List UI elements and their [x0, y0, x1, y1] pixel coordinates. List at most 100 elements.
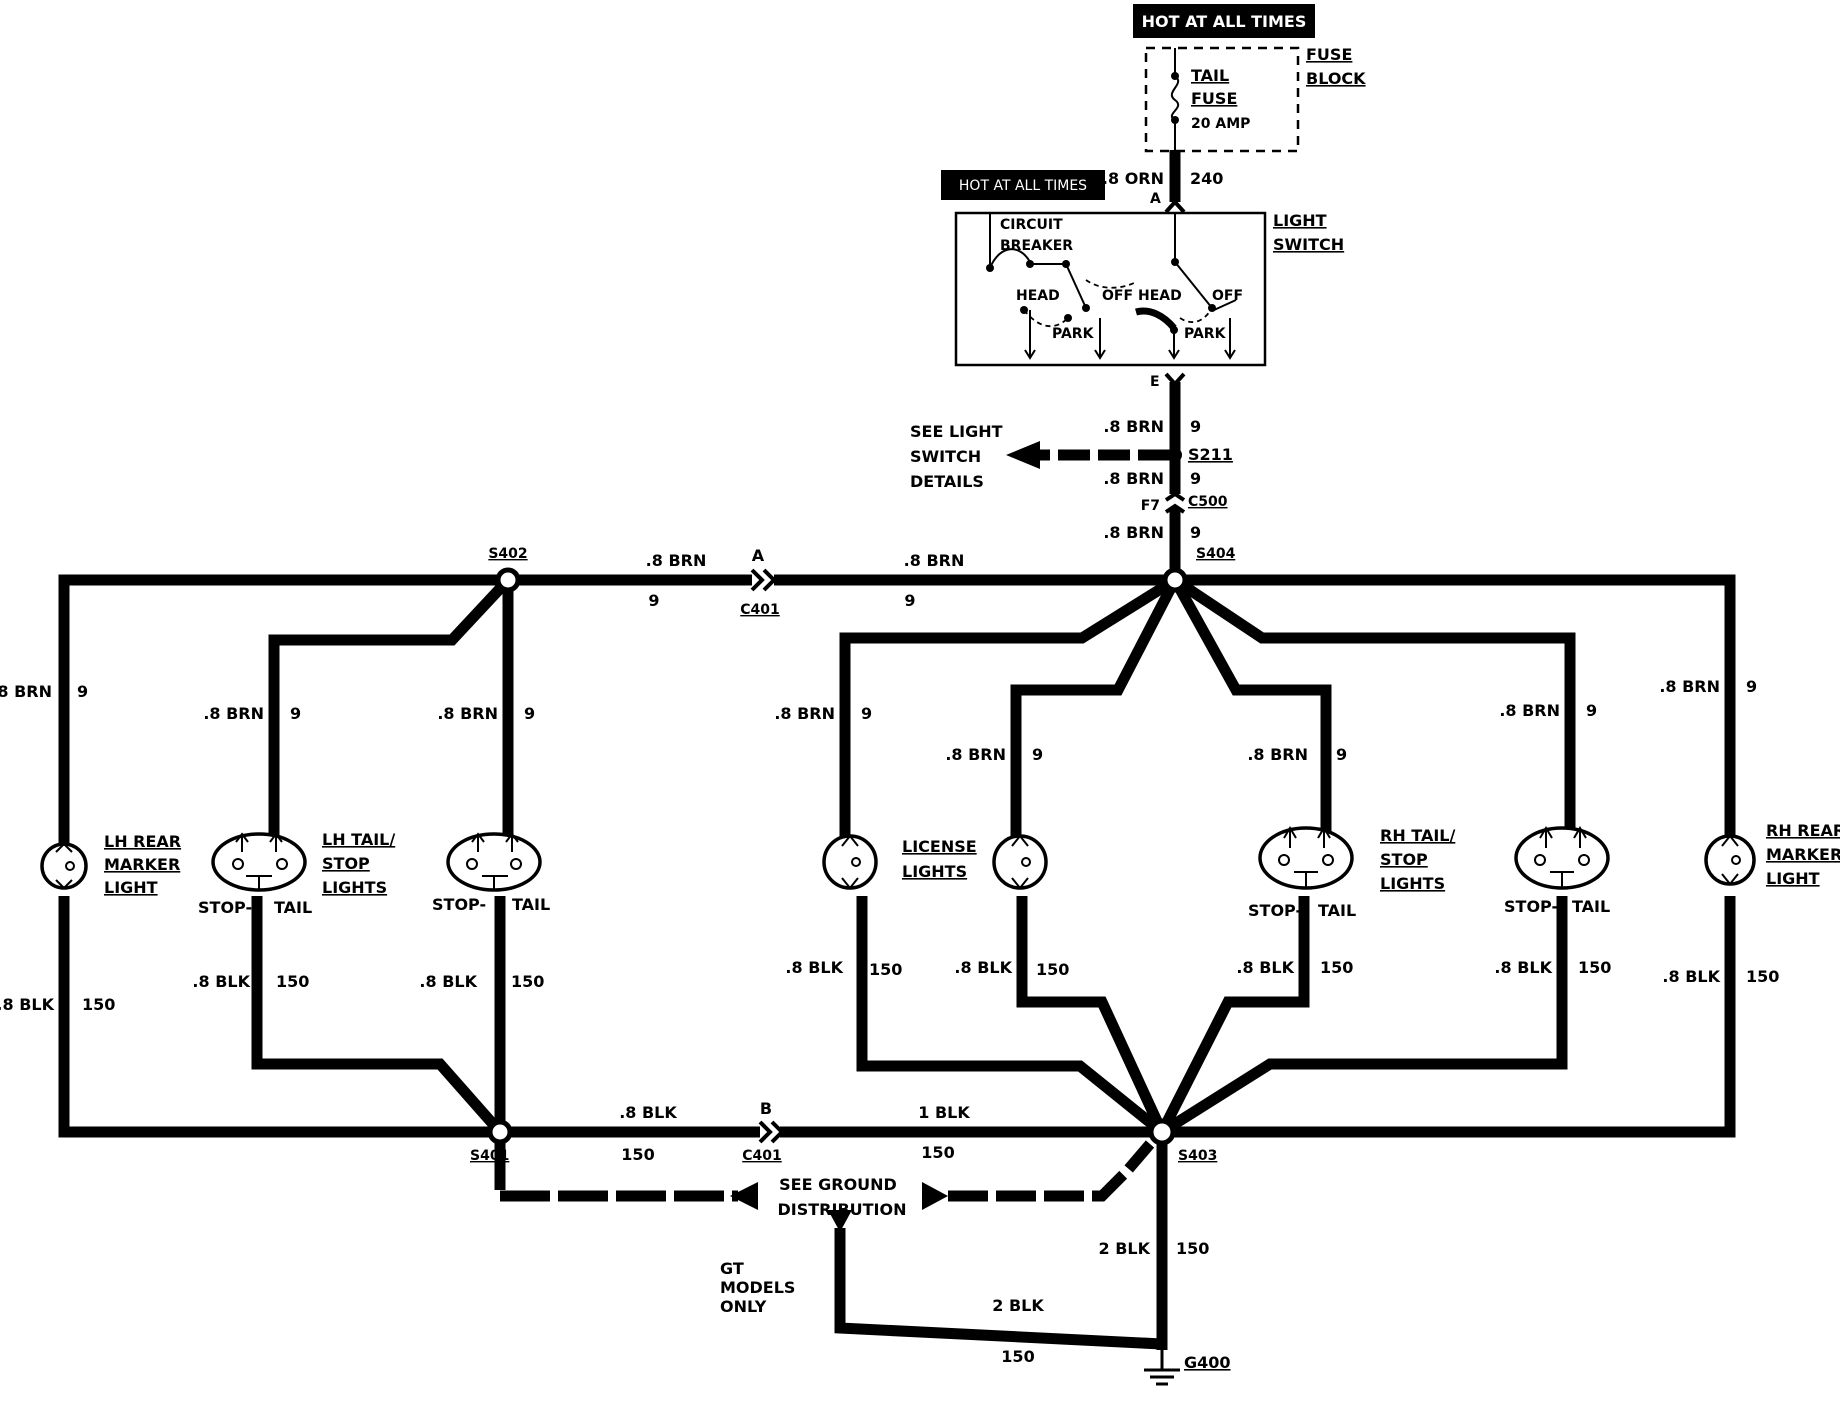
trunk-left-gauge: .8 BRN [646, 551, 707, 570]
license-label-2: LIGHTS [902, 862, 967, 881]
rh-tail-a-brn-gauge: .8 BRN [1247, 745, 1308, 764]
c500-s404-wire-gauge: .8 BRN [1103, 523, 1164, 542]
s403-label: S403 [1178, 1148, 1217, 1164]
lh-tail-a-brn-gauge: .8 BRN [203, 704, 264, 723]
lh-marker-label-2: MARKER [104, 855, 180, 874]
lh-tail-a-blk-gauge: .8 BLK [192, 972, 250, 991]
lh-tail-label-2: STOP [322, 854, 370, 873]
rh-tail-b-blk-gauge: .8 BLK [1494, 958, 1552, 977]
tail-fuse-rating: 20 AMP [1191, 116, 1250, 132]
rh-tail-label-1: RH TAIL/ [1380, 826, 1455, 845]
rh-tail-a-blk-circuit: 150 [1320, 958, 1353, 977]
ground-distribution-arrow-left [730, 1182, 758, 1210]
s402-splice [495, 567, 521, 593]
license-b-blk-gauge: .8 BLK [954, 958, 1012, 977]
hot-at-all-times-switch-label: HOT AT ALL TIMES [959, 178, 1087, 194]
tail-fuse-symbol [1170, 75, 1180, 121]
gt-ground-gauge: 2 BLK [992, 1296, 1044, 1315]
off-label-2: OFF [1212, 288, 1243, 304]
c401-connector-bottom [758, 1120, 785, 1144]
off-label-1: OFF [1102, 288, 1133, 304]
license-lamp-a-icon [822, 834, 878, 890]
switch-wire-gauge: .8 BRN [1103, 417, 1164, 436]
license-lamp-b-icon [992, 834, 1048, 890]
lh-marker-label-1: LH REAR [104, 832, 181, 851]
c500-connector [1164, 491, 1186, 514]
license-a-brn-circuit: 9 [861, 704, 872, 723]
light-switch-label-2: SWITCH [1273, 235, 1344, 254]
rh-tail-stop-lamp-a-icon [1258, 826, 1354, 890]
c401-connector-top [750, 568, 777, 592]
rh-tail-a-brn-circuit: 9 [1336, 745, 1347, 764]
rh-tail-a-tail: TAIL [1318, 901, 1356, 920]
lh-tail-a-brn-circuit: 9 [290, 704, 301, 723]
gt-models-2: MODELS [720, 1278, 795, 1297]
lh-tail-stop-lamp-b-icon [446, 832, 542, 892]
see-light-switch-3: DETAILS [910, 472, 984, 491]
switch-input-terminal-a [1164, 199, 1186, 214]
license-b-blk-circuit: 150 [1036, 960, 1069, 979]
rh-marker-brn-circuit: 9 [1746, 677, 1757, 696]
license-label-1: LICENSE [902, 837, 977, 856]
ground-trunk-right-circuit: 150 [921, 1143, 954, 1162]
rh-marker-label-2: MARKER [1766, 845, 1840, 864]
s404-label: S404 [1196, 546, 1236, 562]
rh-tail-label-3: LIGHTS [1380, 874, 1445, 893]
see-light-switch-1: SEE LIGHT [910, 422, 1003, 441]
rh-tail-b-brn-gauge: .8 BRN [1499, 701, 1560, 720]
rh-tail-a-blk-gauge: .8 BLK [1236, 958, 1294, 977]
c401-bottom-pin: B [760, 1099, 772, 1118]
lh-tail-a-blk-circuit: 150 [276, 972, 309, 991]
breaker-label: BREAKER [1000, 238, 1073, 254]
license-a-blk-circuit: 150 [869, 960, 902, 979]
license-b-brn-gauge: .8 BRN [945, 745, 1006, 764]
light-switch-box [954, 211, 1267, 367]
rh-marker-brn-gauge: .8 BRN [1659, 677, 1720, 696]
lh-tail-b-blk-circuit: 150 [511, 972, 544, 991]
lh-marker-brn-gauge: .8 BRN [0, 682, 52, 701]
g400-label: G400 [1184, 1353, 1231, 1372]
hot-at-all-times-banner-top [1133, 4, 1315, 38]
s211-c500-wire-circuit: 9 [1190, 469, 1201, 488]
rh-tail-stop-lamp-b-icon [1514, 826, 1610, 890]
lh-marker-brn-circuit: 9 [77, 682, 88, 701]
rh-marker-blk-circuit: 150 [1746, 967, 1779, 986]
trunk-left-circuit: 9 [648, 591, 659, 610]
s401-label: S401 [470, 1148, 509, 1164]
rh-rear-marker-lamp-icon [1704, 834, 1756, 886]
s211-label: S211 [1188, 445, 1233, 464]
gt-models-1: GT [720, 1259, 744, 1278]
c401-top-label: C401 [740, 602, 780, 618]
lh-tail-label-1: LH TAIL/ [322, 830, 395, 849]
s211-c500-wire-gauge: .8 BRN [1103, 469, 1164, 488]
rh-marker-label-3: LIGHT [1766, 869, 1820, 888]
fuse-block-label-2: BLOCK [1306, 69, 1366, 88]
park-label-2: PARK [1184, 326, 1227, 342]
c500-label: C500 [1188, 494, 1228, 510]
black-ground-harness [58, 896, 1736, 1350]
head-label-1: HEAD [1016, 288, 1060, 304]
see-ground-2: DISTRIBUTION [778, 1200, 907, 1219]
ground-trunk-circuit: 150 [1176, 1239, 1209, 1258]
lh-tail-b-tail: TAIL [512, 895, 550, 914]
lh-rear-marker-lamp-icon [40, 842, 88, 890]
c500-s404-wire-circuit: 9 [1190, 523, 1201, 542]
fuse-block-label-1: FUSE [1306, 45, 1352, 64]
lh-tail-a-tail: TAIL [274, 898, 312, 917]
lh-marker-blk-gauge: .8 BLK [0, 995, 55, 1014]
feed-wire-circuit: 240 [1190, 169, 1223, 188]
c401-bottom-label: C401 [742, 1148, 782, 1164]
rh-tail-a-stop: STOP- [1248, 901, 1302, 920]
rh-marker-blk-gauge: .8 BLK [1662, 967, 1720, 986]
rh-tail-b-tail: TAIL [1572, 897, 1610, 916]
c401-top-pin: A [752, 546, 765, 565]
gt-ground-arrow [828, 1210, 852, 1232]
ground-trunk-left-gauge: .8 BLK [619, 1103, 677, 1122]
s404-splice [1162, 567, 1188, 593]
ground-distribution-reference-right [948, 1140, 1155, 1202]
lh-tail-b-brn-gauge: .8 BRN [437, 704, 498, 723]
ground-trunk-right-gauge: 1 BLK [918, 1103, 970, 1122]
switch-internal-contacts [986, 213, 1237, 360]
ground-trunk-gauge: 2 BLK [1099, 1239, 1151, 1258]
